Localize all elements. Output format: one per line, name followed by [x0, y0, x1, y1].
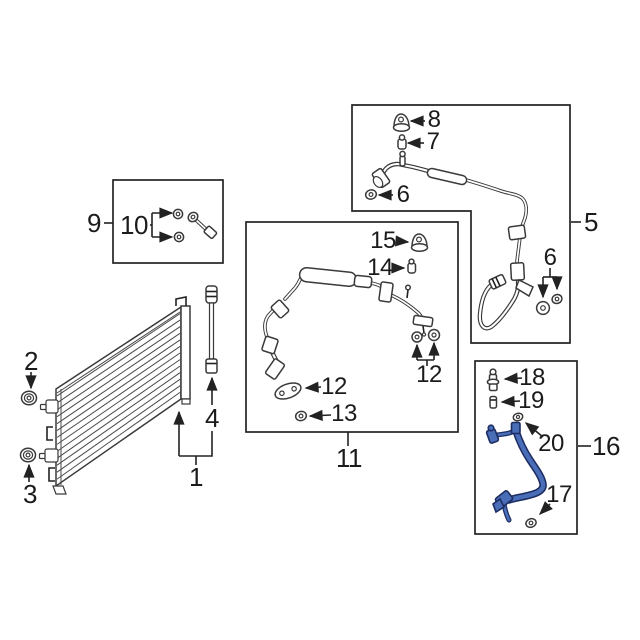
callout-13: 13: [331, 400, 357, 427]
leader-13: [308, 409, 332, 421]
highlighted-hose-17: [485, 421, 547, 523]
callout-15: 15: [370, 227, 396, 254]
callout-9: 9: [87, 208, 101, 238]
stud-part-7: [397, 134, 407, 150]
box-16-outline: [474, 360, 578, 535]
stud-part-14: [407, 258, 417, 274]
callout-4: 4: [205, 403, 219, 433]
leader-19: [500, 395, 521, 407]
nut-part-3: [19, 447, 37, 463]
callout-12: 12: [321, 373, 347, 400]
leader-20: [524, 422, 544, 438]
callout-8: 8: [427, 106, 441, 133]
oring-part-17: [525, 517, 537, 529]
leader-12a: [304, 381, 322, 393]
oring-part-6: [364, 189, 378, 200]
callout-2: 2: [24, 346, 38, 376]
box-11-outline: [245, 221, 459, 433]
callout-17: 17: [546, 481, 572, 508]
group-box-11: [245, 221, 459, 446]
group-box-9-10: [104, 179, 224, 264]
box-5-outline: [351, 104, 571, 344]
condenser-group: [19, 285, 218, 495]
oring-part-20: [512, 412, 524, 422]
valve-part-18: [486, 368, 500, 392]
callout-14: 14: [367, 254, 393, 281]
callout-19: 19: [518, 387, 544, 414]
grommet-pair-10: [172, 208, 185, 243]
condenser-tank: [180, 305, 191, 400]
drier-part-4: [205, 285, 218, 374]
callout-11: 11: [336, 443, 363, 473]
leader-1-bracket: [179, 431, 213, 457]
oring-pair-12: [411, 328, 441, 343]
leader-17: [539, 501, 553, 515]
callout-12b: 12: [416, 361, 442, 388]
callout-18: 18: [519, 364, 545, 391]
leader-12-bracket: [411, 341, 440, 366]
cap-part-19: [489, 395, 498, 409]
grommet-part-15: [410, 233, 429, 253]
callout-20: 20: [538, 430, 564, 457]
callout-1: 1: [189, 462, 203, 492]
group-box-16: [474, 360, 591, 535]
box-9-outline: [112, 179, 224, 264]
leader-6-bracket: [537, 268, 563, 299]
callout-6: 6: [396, 181, 410, 208]
pipe-part-9: [187, 211, 218, 240]
callout-6b: 6: [543, 244, 557, 271]
callout-5: 5: [584, 207, 598, 237]
grommet-part-8: [392, 113, 411, 133]
callout-7: 7: [426, 128, 440, 155]
leader-15: [394, 235, 410, 247]
oring-pair-6: [535, 293, 563, 316]
callout-10: 10: [120, 210, 148, 240]
hose-assembly-11: [261, 267, 434, 400]
nut-part-2: [20, 390, 38, 406]
group-box-5: [351, 104, 581, 344]
callout-3: 3: [23, 479, 37, 509]
gasket-part-12: [274, 382, 302, 400]
callout-16: 16: [592, 431, 620, 461]
oring-part-13: [294, 410, 308, 422]
leader-18: [503, 372, 523, 384]
hose-assembly-5: [371, 150, 534, 331]
